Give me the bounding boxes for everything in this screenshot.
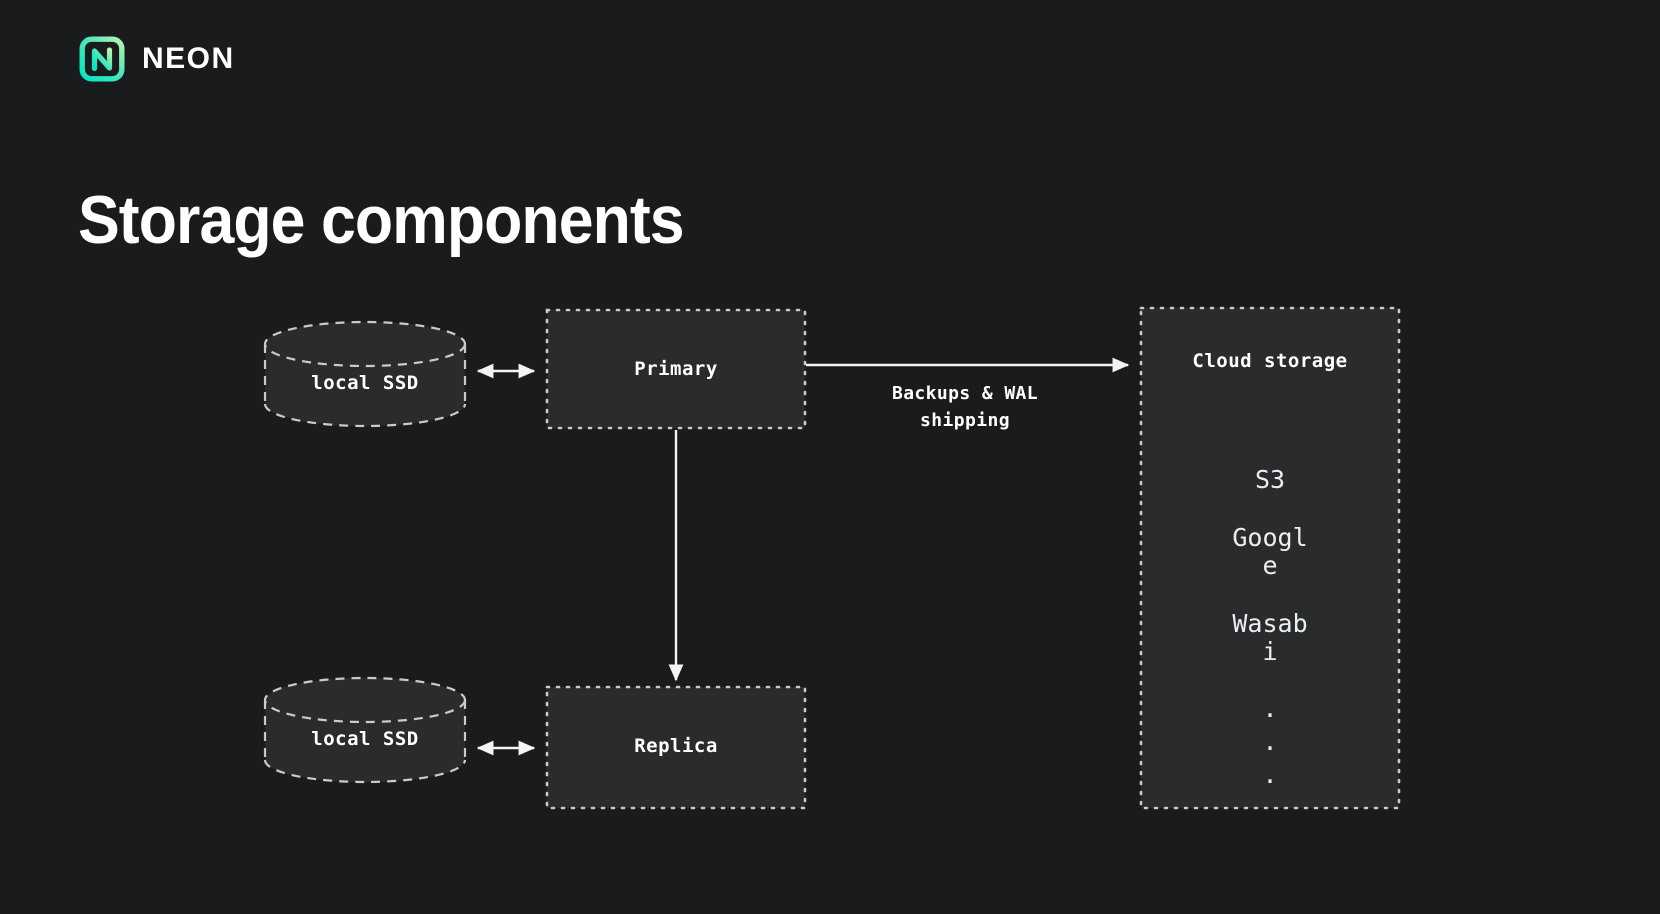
node-cloud-storage[interactable]: [1139, 306, 1401, 810]
page-title: Storage components: [78, 181, 685, 258]
node-local-ssd-replica[interactable]: [263, 676, 467, 784]
brand-logo: NEON: [78, 35, 235, 83]
brand-name: NEON: [142, 42, 235, 75]
node-replica[interactable]: [545, 685, 807, 810]
neon-logo-icon: [79, 36, 125, 82]
node-primary[interactable]: [545, 308, 807, 430]
node-local-ssd-primary[interactable]: [263, 320, 467, 428]
